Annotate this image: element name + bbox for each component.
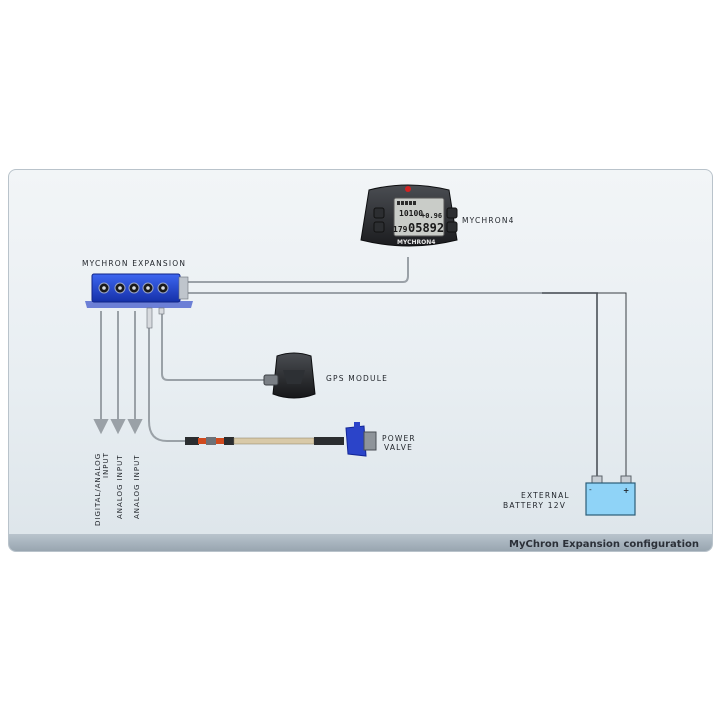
battery-minus-label: -: [589, 485, 593, 494]
device-display-line3a: 179: [393, 225, 408, 234]
gps-label: GPS MODULE: [326, 374, 388, 383]
mychron-expansion-module: [85, 273, 193, 329]
mychron4-label: MYCHRON4: [462, 216, 515, 225]
caption-bar: [9, 534, 712, 551]
input-2-label: ANALOG INPUT: [116, 454, 124, 519]
battery-label-1: EXTERNAL: [521, 491, 570, 500]
battery-plus-label: +: [623, 486, 630, 495]
device-display-line3b: 05892: [408, 221, 444, 235]
input-1-label-a: DIGITAL/ANALOG: [94, 453, 102, 526]
battery-wires: [542, 292, 627, 482]
input-1-arrowhead: [93, 419, 109, 435]
power-valve-label-1: POWER: [382, 434, 416, 443]
wire-battery-plus-line: [542, 292, 627, 482]
expansion-label: MYCHRON EXPANSION: [82, 259, 186, 268]
external-battery: - +: [585, 475, 636, 516]
diagram-panel: 10100 +0.96 179 05892 MYCHRON4 - + MYCHR…: [8, 169, 713, 552]
configuration-diagram: 10100 +0.96 179 05892 MYCHRON4 - + MYCHR…: [9, 184, 712, 551]
device-display-line1: 10100: [399, 209, 423, 218]
wire-power-valve: [148, 328, 185, 442]
wire-battery-minus: [187, 292, 598, 482]
device-brand: MYCHRON4: [397, 239, 435, 246]
input-1-label-b: INPUT: [102, 452, 110, 478]
power-valve-label-2: VALVE: [384, 443, 413, 452]
gps-module: [263, 352, 316, 399]
input-2-arrowhead: [110, 419, 126, 435]
caption-text: MyChron Expansion configuration: [509, 539, 699, 550]
input-arrows: [93, 311, 143, 435]
power-valve-assembly: [185, 422, 377, 457]
input-3-label: ANALOG INPUT: [133, 454, 141, 519]
device-display-line2: +0.96: [421, 212, 442, 220]
input-3-arrowhead: [127, 419, 143, 435]
battery-label-2: BATTERY 12V: [503, 501, 566, 510]
wire-gps: [161, 311, 264, 381]
mychron4-device: 10100 +0.96 179 05892 MYCHRON4: [360, 184, 458, 247]
wire-mychron: [186, 257, 409, 283]
